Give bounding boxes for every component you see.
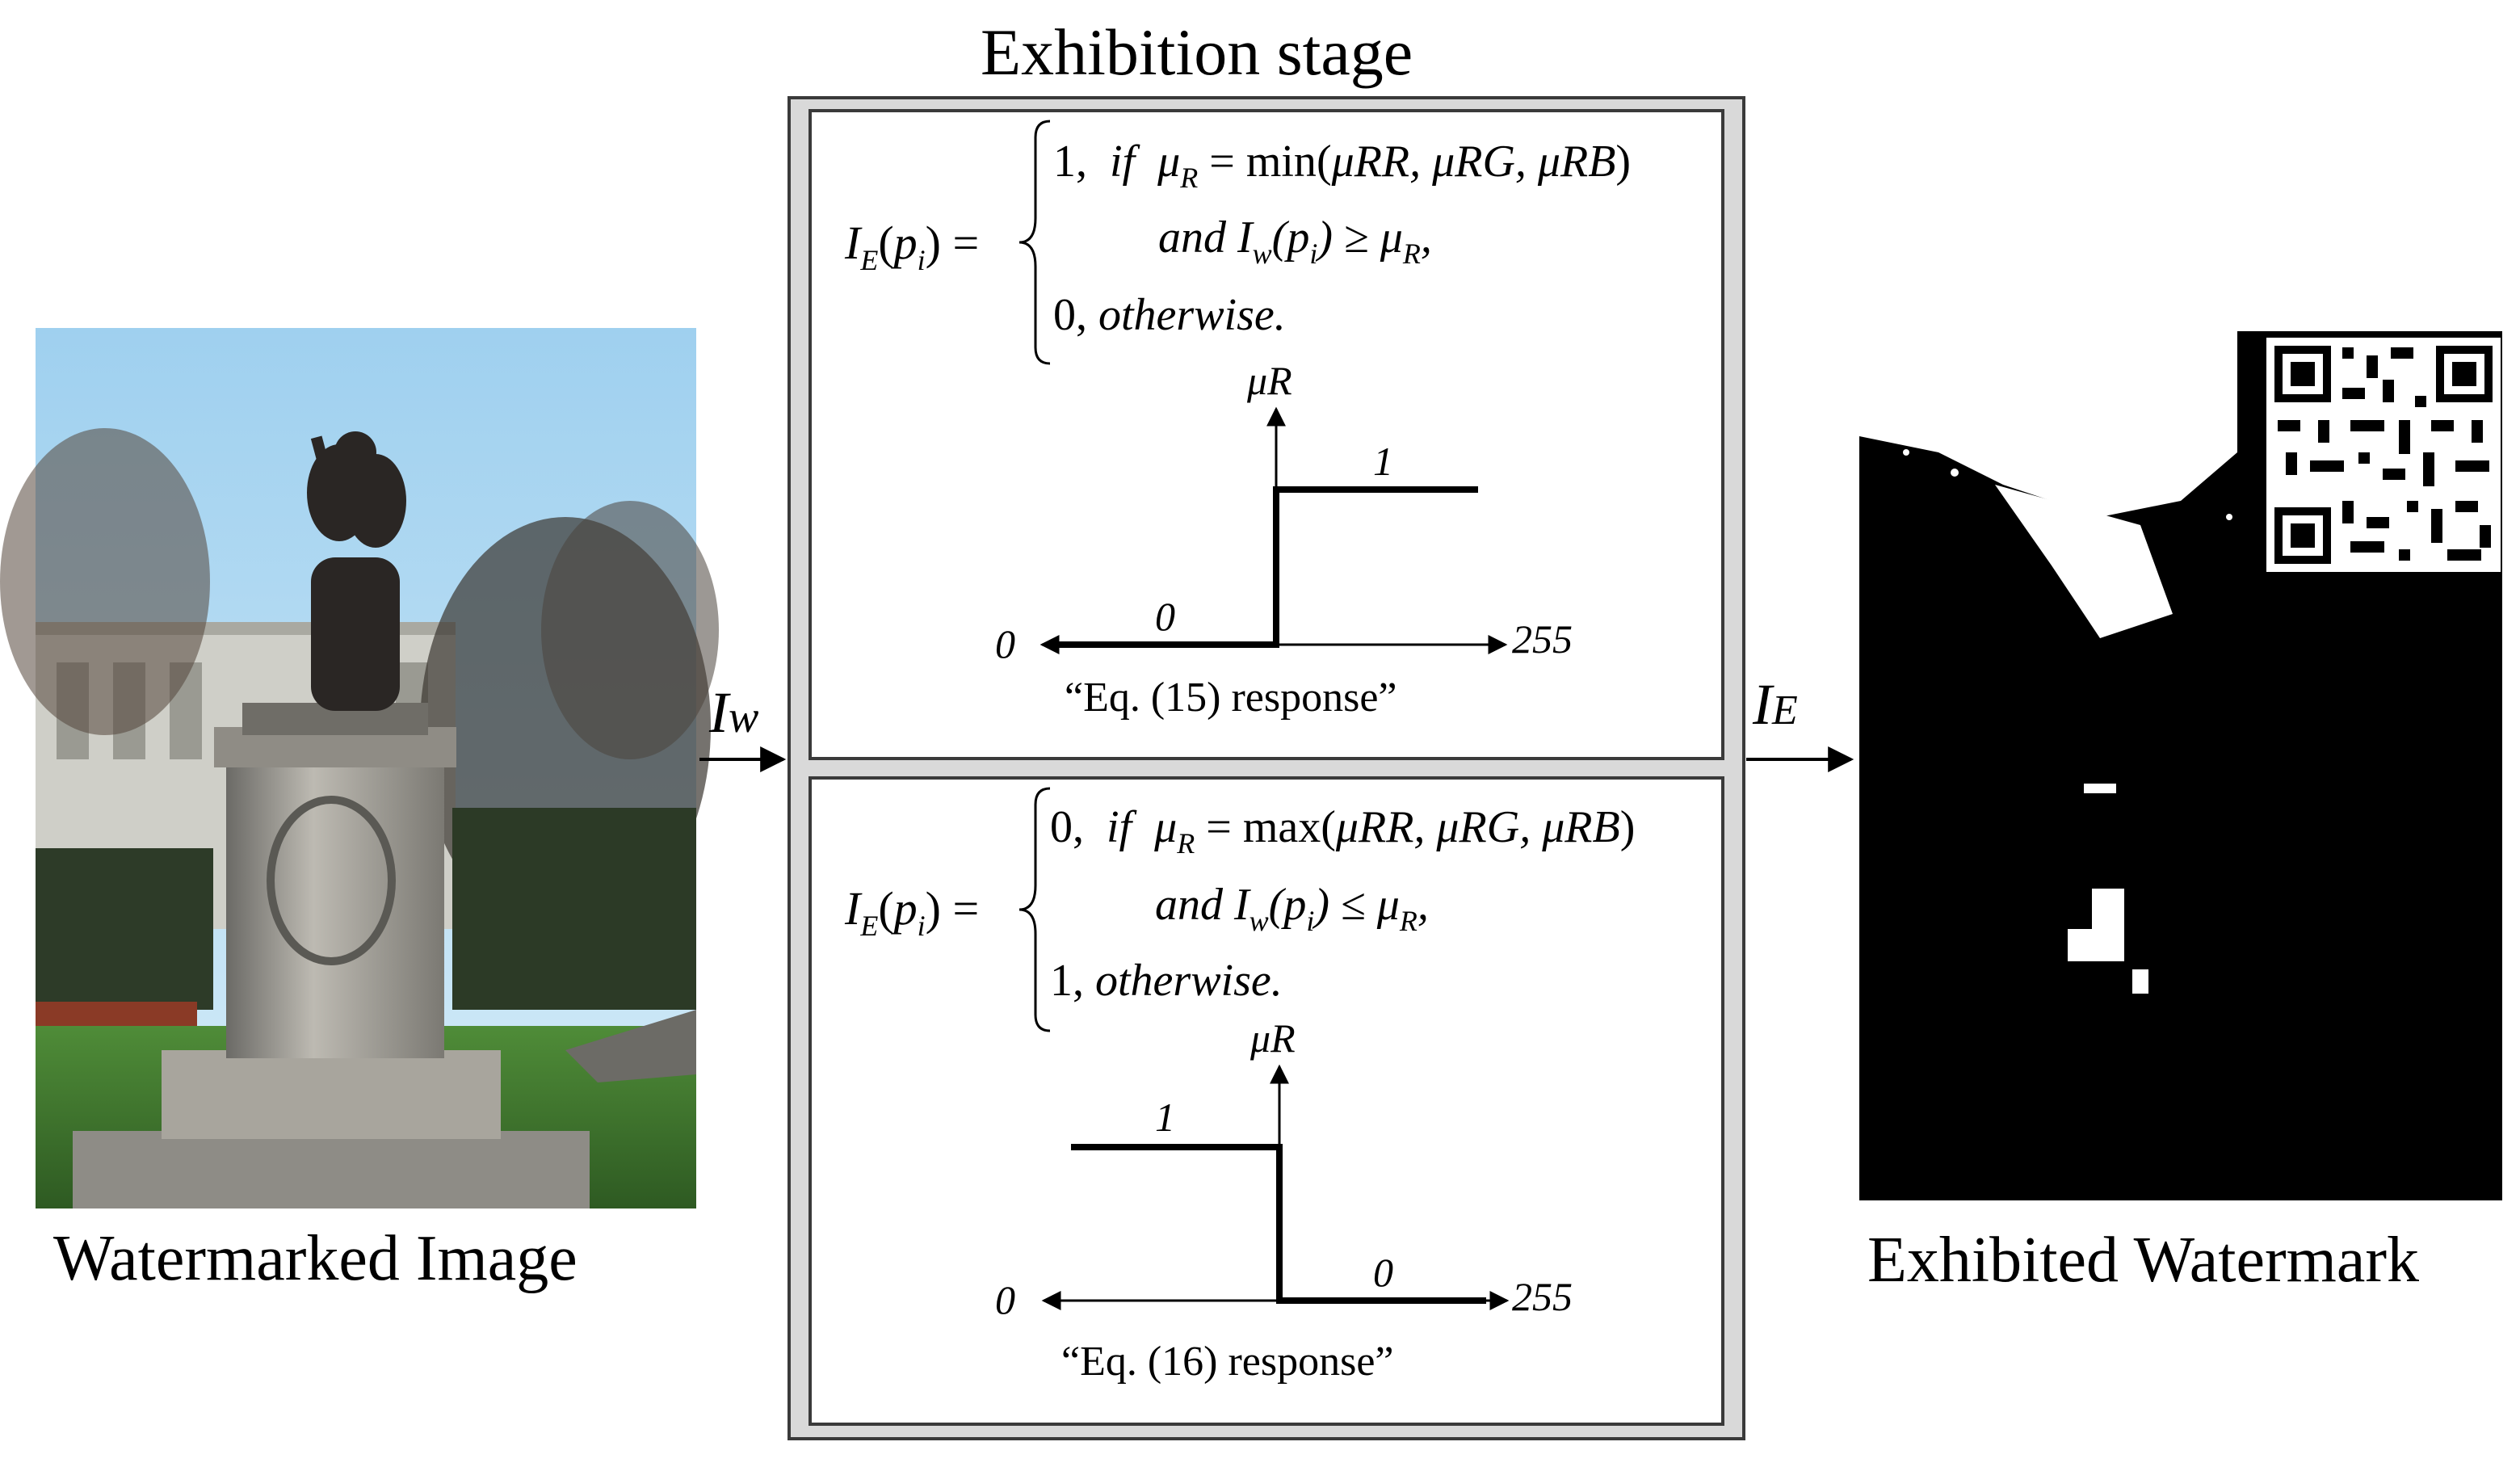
bottom-graph-response-label: “Eq. (16) response” xyxy=(1061,1339,1394,1385)
top-graph-y-label: μR xyxy=(1247,358,1292,403)
bottom-graph-level-right: 0 xyxy=(1373,1250,1393,1295)
bottom-equation-case1-cond: and Iw(pi) ≤ μR, xyxy=(1155,880,1429,937)
bottom-equation-case1: 0, if μR = max(μRR, μRG, μRB) xyxy=(1050,802,1636,860)
top-graph-x-max: 255 xyxy=(1512,616,1573,662)
exhibition-stage-title: Exhibition stage xyxy=(981,15,1413,89)
top-equation-case1-cond: and Iw(pi) ≥ μR, xyxy=(1158,212,1432,270)
eq15-response-graph xyxy=(1040,406,1508,654)
bottom-equation-lhs: IE(pi) = xyxy=(845,882,980,942)
bottom-equation-case2: 1, otherwise. xyxy=(1050,956,1283,1006)
watermarked-image-caption: Watermarked Image xyxy=(53,1223,578,1294)
qr-code xyxy=(2266,338,2501,572)
top-graph-response-label: “Eq. (15) response” xyxy=(1065,675,1397,721)
top-graph-level-left: 0 xyxy=(1155,594,1175,639)
top-graph-level-right: 1 xyxy=(1373,439,1393,484)
bottom-graph-y-label: μR xyxy=(1250,1015,1296,1061)
top-graph-x-min: 0 xyxy=(995,621,1015,666)
output-arrow-label: IE xyxy=(1753,672,1798,737)
top-case-brace xyxy=(1018,120,1051,365)
eq16-response-graph xyxy=(1041,1064,1510,1310)
bottom-graph-level-left: 1 xyxy=(1155,1095,1175,1140)
bottom-case-brace xyxy=(1018,787,1051,1032)
exhibited-watermark-image xyxy=(1859,331,2502,1200)
exhibited-watermark-caption: Exhibited Watermark xyxy=(1867,1225,2419,1296)
top-equation-case1: 1, if μR = min(μRR, μRG, μRB) xyxy=(1053,137,1632,194)
exhibition-stage-frame xyxy=(788,96,1745,1440)
watermarked-image xyxy=(0,328,719,1208)
top-equation-case2: 0, otherwise. xyxy=(1053,290,1286,340)
top-equation-lhs: IE(pi) = xyxy=(845,216,980,276)
bottom-graph-x-max: 255 xyxy=(1512,1274,1573,1319)
input-arrow-label: Iw xyxy=(709,680,759,745)
bottom-graph-x-min: 0 xyxy=(995,1277,1015,1322)
